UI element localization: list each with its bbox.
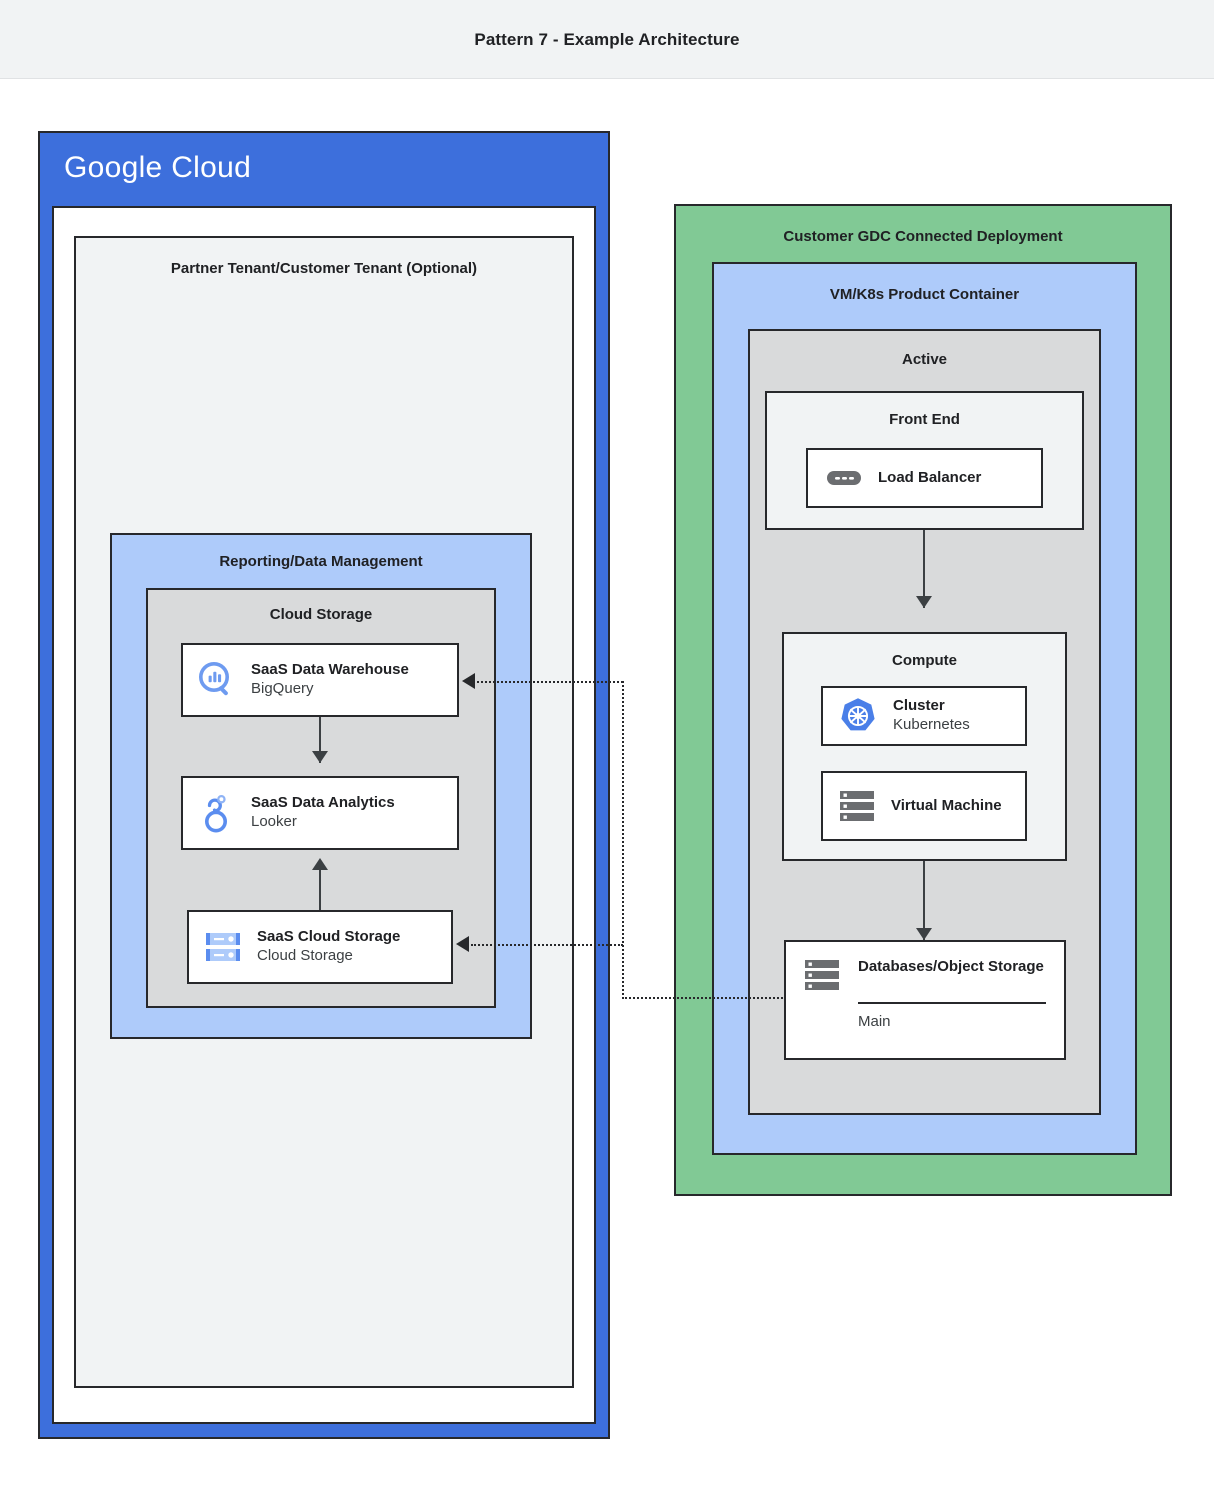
bigquery-icon: [197, 660, 237, 700]
dotted-connector-to-warehouse: [477, 681, 623, 683]
connector-storage-to-analytics: [319, 862, 321, 910]
card-subtitle: Kubernetes: [893, 716, 970, 733]
connector-compute-to-databases: [923, 861, 925, 941]
card-subtitle: Looker: [251, 813, 297, 830]
card-title: Databases/Object Storage: [858, 958, 1044, 975]
front-end-title: Front End: [889, 411, 960, 428]
card-saas-cloud-storage[interactable]: SaaS Cloud Storage Cloud Storage: [187, 910, 453, 984]
card-title: Load Balancer: [878, 468, 982, 486]
card-saas-data-analytics[interactable]: SaaS Data Analytics Looker: [181, 776, 459, 850]
vm-k8s-title: VM/K8s Product Container: [829, 286, 1020, 303]
compute-title: Compute: [892, 652, 957, 669]
virtual-machine-icon: [837, 789, 877, 823]
cloud-storage-icon: [203, 930, 243, 964]
card-title: SaaS Data Analytics: [251, 794, 395, 812]
databases-instance-label: Main: [858, 1013, 891, 1030]
card-databases-object-storage[interactable]: Databases/Object Storage Main: [784, 940, 1066, 1060]
page-title: Pattern 7 - Example Architecture: [474, 30, 740, 49]
arrowhead-cloud-storage-in: [456, 936, 469, 952]
card-load-balancer[interactable]: Load Balancer: [806, 448, 1043, 508]
kubernetes-icon: [837, 695, 879, 737]
google-cloud-logo-cloud: Cloud: [171, 151, 252, 184]
reporting-title: Reporting/Data Management: [219, 553, 423, 570]
arrowhead-analytics-in: [312, 751, 328, 763]
card-title: Virtual Machine: [891, 796, 1002, 814]
databases-divider: [858, 1002, 1046, 1004]
arrowhead-compute-in: [916, 596, 932, 608]
active-title: Active: [901, 351, 948, 368]
dotted-connector-trunk: [622, 681, 624, 999]
connector-warehouse-to-analytics: [319, 717, 321, 763]
card-subtitle: Cloud Storage: [257, 947, 353, 964]
card-title: Cluster: [893, 697, 945, 715]
arrowhead-databases-in: [916, 928, 932, 940]
dotted-connector-to-cloud-storage: [471, 944, 623, 946]
load-balancer-icon: [826, 468, 862, 488]
looker-icon: [197, 791, 237, 835]
cloud-storage-group-title: Cloud Storage: [269, 606, 373, 623]
page-header: Pattern 7 - Example Architecture: [0, 0, 1214, 79]
arrowhead-warehouse-in: [462, 673, 475, 689]
customer-gdc-title: Customer GDC Connected Deployment: [783, 228, 1063, 245]
card-title: SaaS Cloud Storage: [257, 928, 401, 946]
card-title: SaaS Data Warehouse: [251, 661, 409, 679]
partner-tenant-title: Partner Tenant/Customer Tenant (Optional…: [170, 260, 478, 277]
dotted-connector-from-databases: [622, 997, 786, 999]
google-cloud-logo: Google Cloud: [64, 151, 251, 185]
card-saas-data-warehouse[interactable]: SaaS Data Warehouse BigQuery: [181, 643, 459, 717]
database-stack-icon: [802, 958, 842, 992]
card-cluster[interactable]: Cluster Kubernetes: [821, 686, 1027, 746]
databases-header: Databases/Object Storage: [786, 942, 1064, 992]
arrowhead-analytics-in-bottom: [312, 858, 328, 870]
google-cloud-logo-google: Google: [64, 151, 163, 184]
card-virtual-machine[interactable]: Virtual Machine: [821, 771, 1027, 841]
connector-frontend-to-compute: [923, 530, 925, 608]
card-subtitle: BigQuery: [251, 680, 314, 697]
